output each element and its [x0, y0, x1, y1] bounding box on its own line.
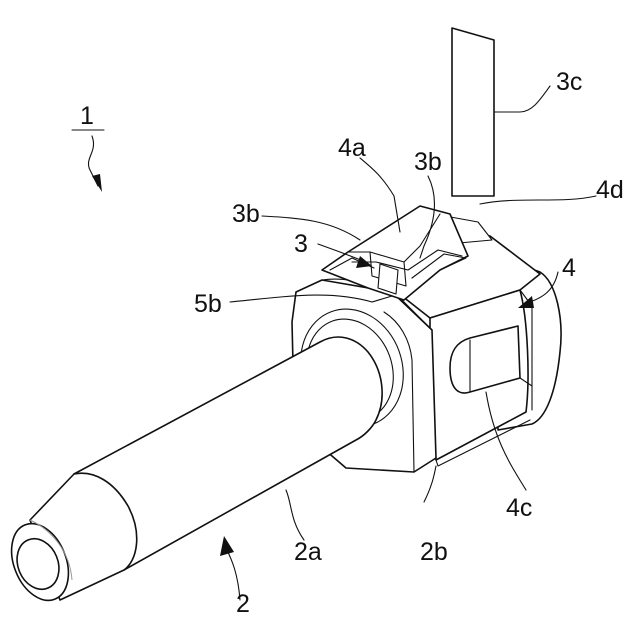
label-seal: 5b — [194, 290, 222, 318]
label-housing-top: 4a — [338, 134, 366, 162]
label-cable: 2 — [236, 590, 250, 618]
label-housing-slot: 4d — [596, 176, 624, 204]
label-tab: 3c — [556, 68, 582, 96]
label-cable-end: 2b — [420, 538, 448, 566]
cable-body — [1, 337, 382, 609]
label-housing: 4 — [562, 254, 576, 282]
label-crimp-right: 3b — [414, 148, 442, 176]
tab-strip — [452, 28, 494, 196]
label-cable-body: 2a — [294, 538, 322, 566]
label-assembly: 1 — [80, 102, 94, 130]
label-crimp-left: 3b — [232, 200, 260, 228]
label-housing-face: 4c — [506, 494, 532, 522]
label-terminal: 3 — [294, 230, 308, 258]
